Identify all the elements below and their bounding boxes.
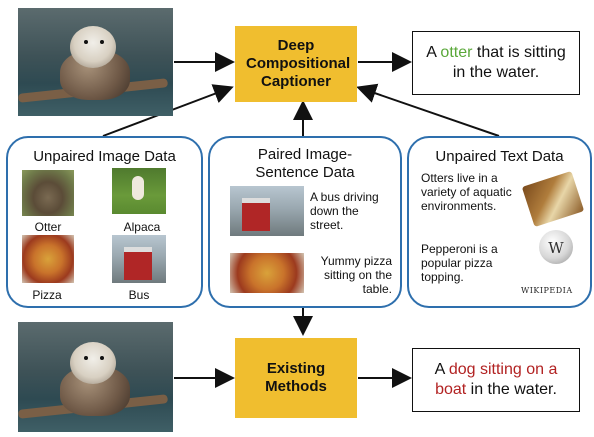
bottom-caption-box: A dog sitting on a boat in the water. (412, 348, 580, 412)
otter-photo-bottom (18, 322, 173, 432)
book-icon (521, 170, 585, 228)
top-caption-highlight: otter (440, 44, 473, 61)
unpaired-text-data-title: Unpaired Text Data (435, 148, 564, 165)
paired-bus-sentence: A bus driving down the street. (310, 190, 379, 232)
paired-image-sentence-panel: Paired Image-Sentence Data A bus driving… (208, 136, 402, 308)
arrow-unpaired-text-to-dcc (356, 83, 500, 137)
wikipedia-globe-icon: W (539, 230, 573, 264)
alpaca-label: Alpaca (123, 220, 161, 234)
otter-photo-top (18, 8, 173, 116)
pepperoni-fact-text: Pepperoni is a popular pizza topping. (421, 242, 498, 284)
otter-thumbnail (22, 170, 74, 216)
otter-fact-text: Otters live in a variety of aquatic envi… (421, 171, 512, 213)
existing-methods-label: Existing Methods (265, 360, 327, 395)
dcc-label: Deep Compositional Captioner (246, 37, 351, 90)
bottom-caption-part-2: in the water. (466, 381, 557, 398)
paired-pizza-thumbnail (230, 253, 304, 293)
top-caption-part-2: that is sitting in the water. (452, 44, 566, 81)
bottom-caption-part-0: A (434, 361, 449, 378)
paired-bus-thumbnail (230, 186, 304, 236)
pizza-thumbnail (22, 235, 74, 283)
pizza-label: Pizza (32, 288, 62, 302)
wikipedia-globe-glyph: W (548, 239, 564, 257)
bottom-caption: A dog sitting on a boat in the water. (420, 360, 572, 400)
paired-data-title: Paired Image-Sentence Data (255, 146, 355, 181)
existing-methods-box: Existing Methods (235, 338, 357, 418)
unpaired-image-data-panel: Unpaired Image Data Otter Alpaca Pizza B… (6, 136, 203, 308)
unpaired-text-data-panel: Unpaired Text Data Otters live in a vari… (407, 136, 592, 308)
unpaired-image-data-title: Unpaired Image Data (33, 148, 176, 165)
top-caption-part-0: A (426, 44, 441, 61)
top-caption: A otter that is sitting in the water. (421, 43, 571, 83)
alpaca-thumbnail (112, 168, 166, 214)
otter-label: Otter (34, 220, 62, 234)
bus-thumbnail (112, 235, 166, 283)
bottom-caption-highlight: dog sitting on a boat (435, 361, 558, 398)
bus-label: Bus (128, 288, 150, 302)
top-caption-box: A otter that is sitting in the water. (412, 31, 580, 95)
paired-pizza-sentence: Yummy pizza sitting on the table. (320, 254, 392, 296)
wikipedia-label: WIKIPEDIA (521, 286, 573, 295)
deep-compositional-captioner-box: Deep Compositional Captioner (235, 26, 357, 102)
